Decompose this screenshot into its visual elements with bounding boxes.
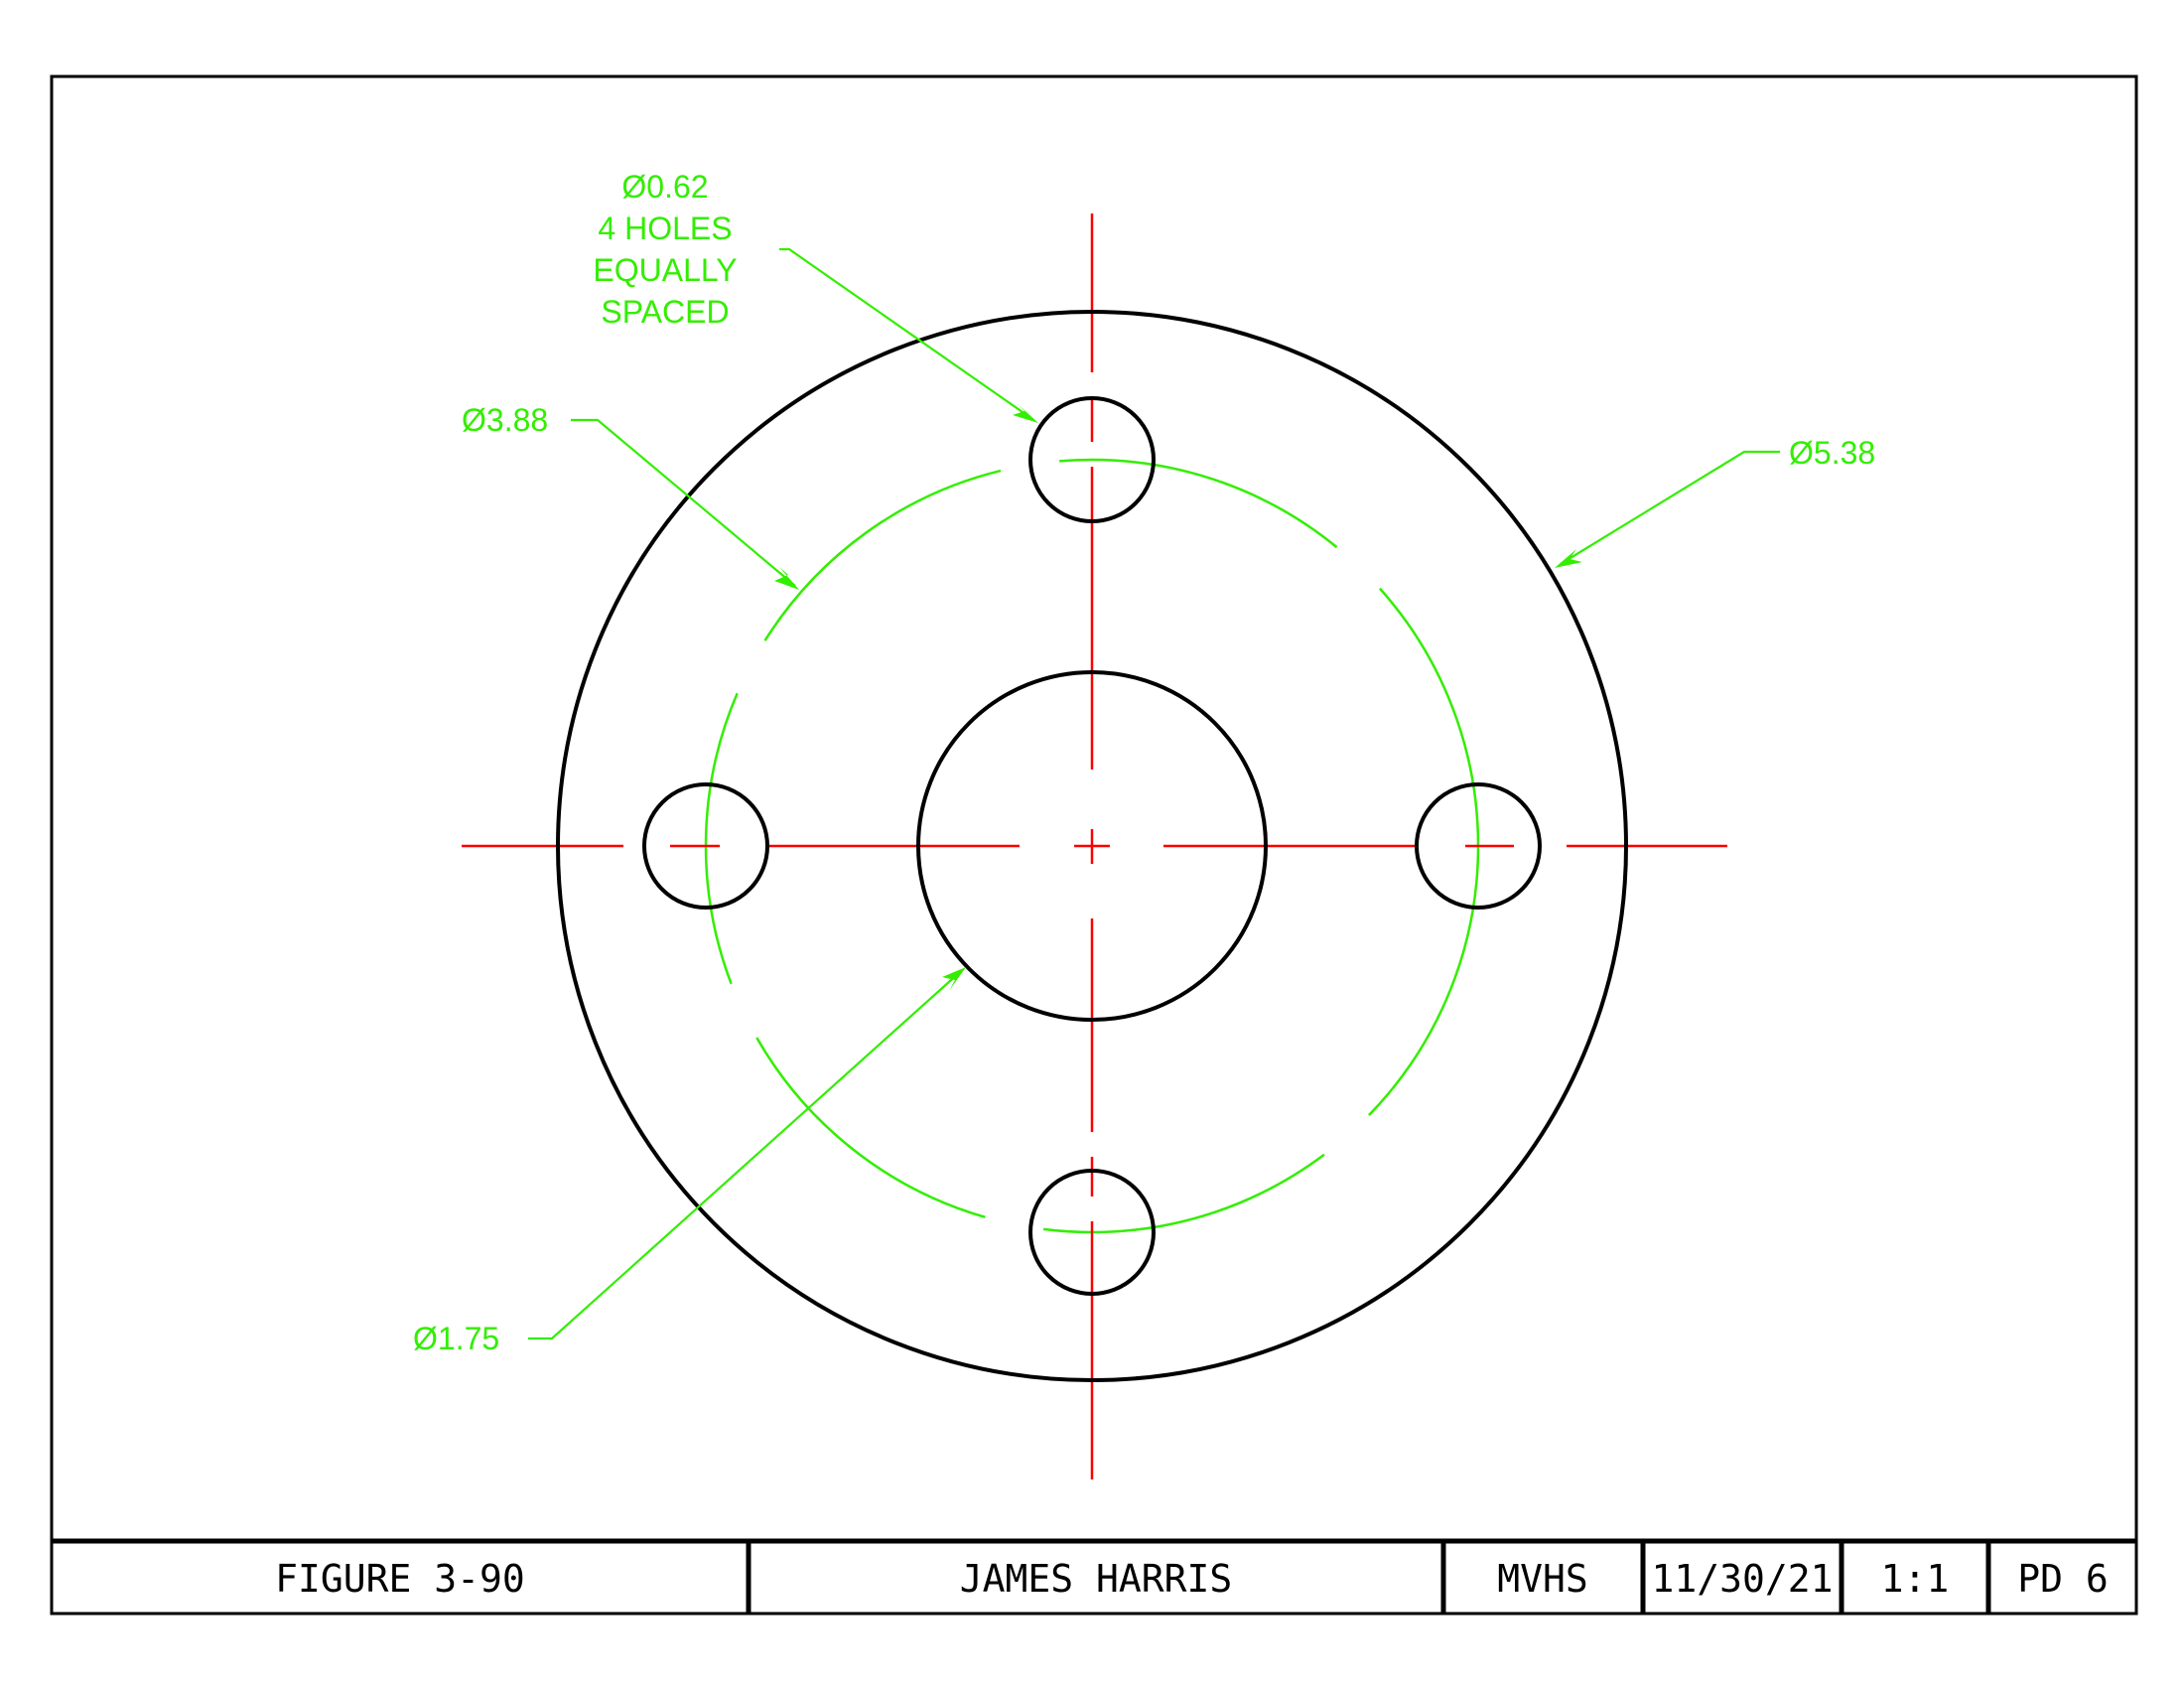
- outer-flange-circle: [556, 310, 1628, 1382]
- title-school: MVHS: [1497, 1557, 1588, 1601]
- bolt-circle-dimension: Ø3.88: [462, 402, 548, 438]
- title-block: [52, 1538, 2136, 1614]
- bolt-hole-top: [1028, 396, 1156, 523]
- bolt-hole-right: [1415, 782, 1542, 910]
- holes-note-line-4: SPACED: [601, 294, 729, 330]
- holes-note-line-3: EQUALLY: [593, 252, 737, 288]
- center-bore-circle: [916, 670, 1268, 1022]
- title-author: JAMES HARRIS: [960, 1557, 1233, 1601]
- holes-note-line-1: Ø0.62: [621, 169, 708, 205]
- outer-diameter-dimension: Ø5.38: [1789, 435, 1875, 471]
- holes-note-line-2: 4 HOLES: [598, 211, 732, 246]
- title-period: PD 6: [2017, 1557, 2109, 1601]
- title-scale: 1:1: [1881, 1557, 1950, 1601]
- outer-diameter-leader: [1555, 450, 1780, 568]
- bolt-circle-leader: [571, 418, 799, 590]
- bolt-hole-left: [642, 782, 769, 910]
- center-lines: [462, 213, 1727, 1479]
- drawing-border: [50, 74, 2138, 1616]
- center-bore-leader: [528, 967, 966, 1340]
- holes-leader: [779, 247, 1038, 423]
- title-figure: FIGURE 3-90: [275, 1557, 525, 1601]
- title-date: 11/30/21: [1651, 1557, 1833, 1601]
- bolt-hole-bottom: [1028, 1169, 1156, 1296]
- center-bore-dimension: Ø1.75: [413, 1321, 499, 1356]
